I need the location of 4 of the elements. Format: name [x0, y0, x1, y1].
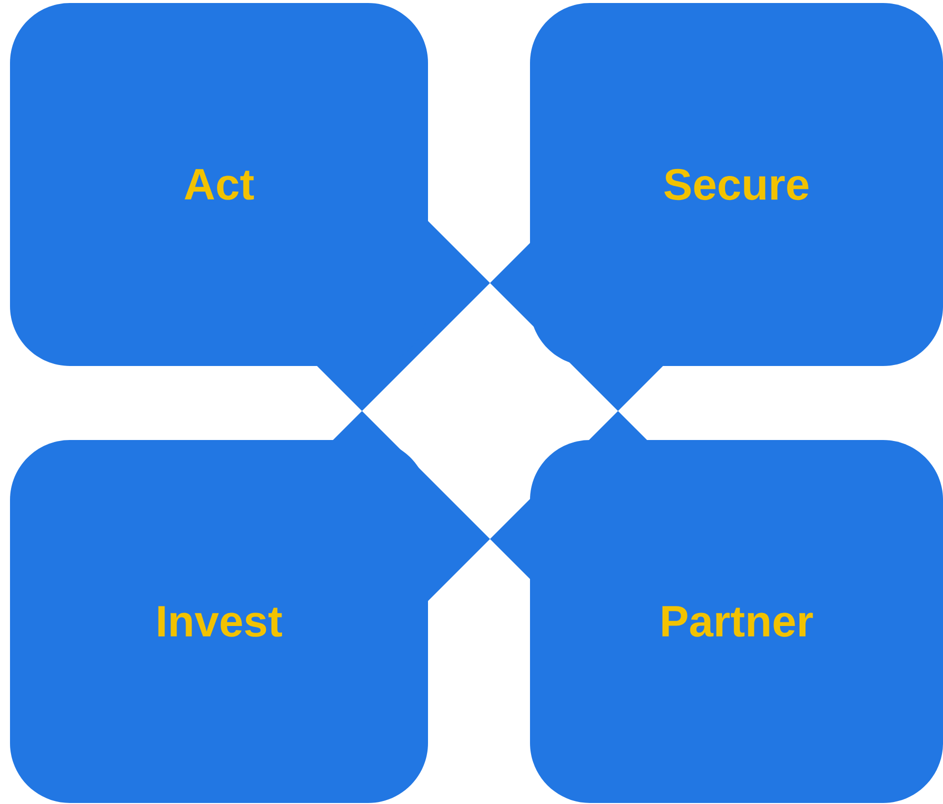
- label-box: Partner: [530, 440, 943, 803]
- label-box: Act: [10, 3, 428, 366]
- label-box: Invest: [10, 440, 428, 803]
- label-box: Secure: [530, 3, 943, 366]
